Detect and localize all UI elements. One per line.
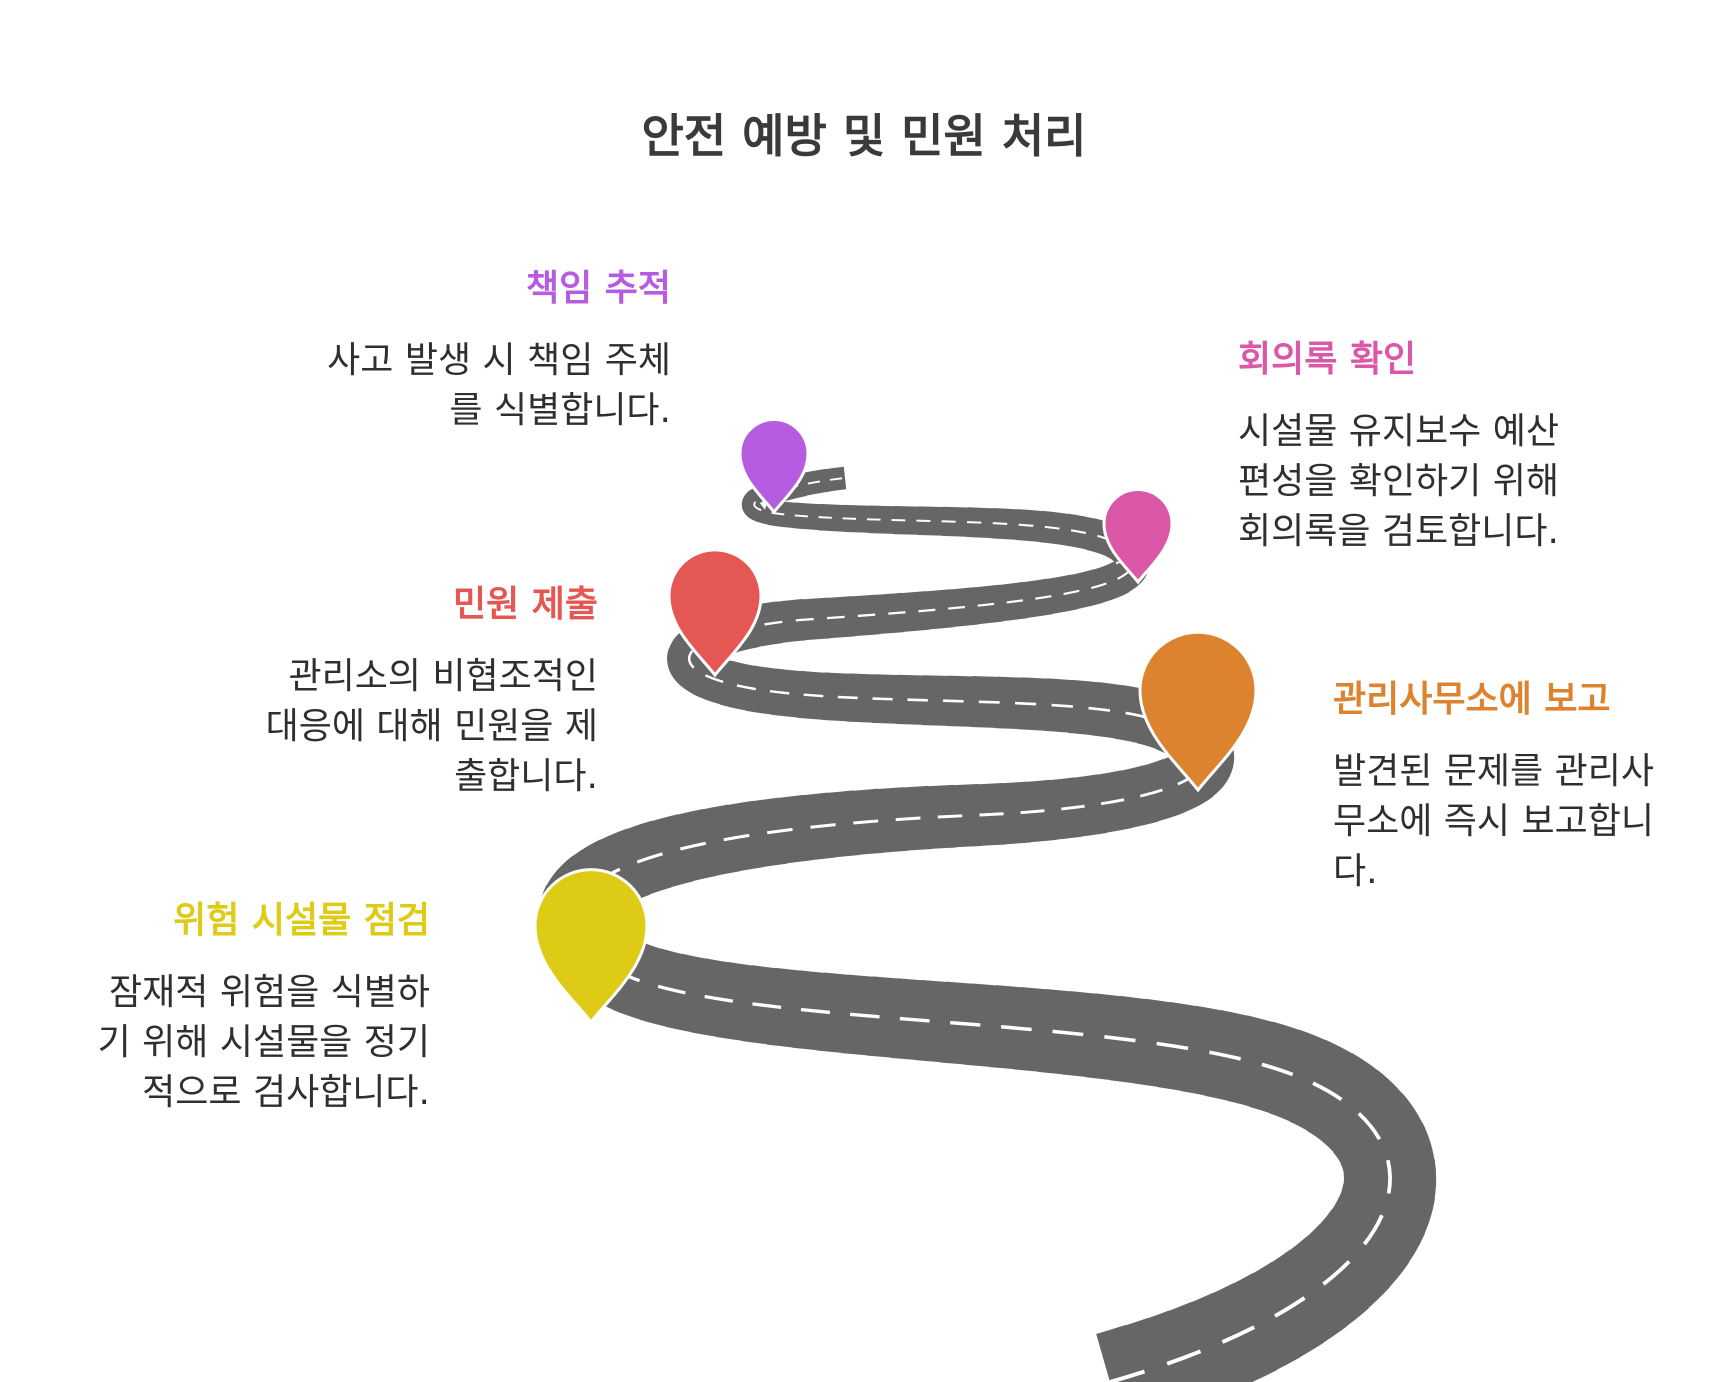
map-pin-complaint bbox=[667, 548, 763, 678]
description-line: 다. bbox=[1333, 851, 1378, 892]
description-line: 회의록을 검토합니다. bbox=[1238, 511, 1559, 552]
step-heading: 회의록 확인 bbox=[1238, 339, 1417, 380]
step-minutes: 회의록 확인 시설물 유지보수 예산 편성을 확인하기 위해 회의록을 검토합니… bbox=[1238, 335, 1658, 557]
step-heading: 위험 시설물 점검 bbox=[173, 900, 430, 941]
description-line: 발견된 문제를 관리사 bbox=[1333, 751, 1654, 792]
map-pin-accountability bbox=[738, 418, 810, 515]
step-description: 잠재적 위험을 식별하 기 위해 시설물을 정기 적으로 검사합니다. bbox=[10, 968, 430, 1118]
description-line: 기 위해 시설물을 정기 bbox=[97, 1022, 430, 1063]
map-pins bbox=[533, 418, 1258, 1025]
description-line: 대응에 대해 민원을 제 bbox=[265, 706, 598, 747]
description-line: 잠재적 위험을 식별하 bbox=[109, 972, 430, 1013]
description-line: 무소에 즉시 보고합니 bbox=[1333, 801, 1654, 842]
description-line: 관리소의 비협조적인 bbox=[288, 656, 598, 697]
step-complaint: 민원 제출 관리소의 비협조적인 대응에 대해 민원을 제 출합니다. bbox=[178, 580, 598, 802]
description-line: 사고 발생 시 책임 주체 bbox=[327, 340, 671, 381]
description-line: 시설물 유지보수 예산 bbox=[1238, 411, 1559, 452]
map-pin-minutes bbox=[1102, 488, 1174, 585]
page-title: 안전 예방 및 민원 처리 bbox=[641, 109, 1087, 163]
map-pin-report bbox=[1138, 630, 1258, 793]
step-description: 시설물 유지보수 예산 편성을 확인하기 위해 회의록을 검토합니다. bbox=[1238, 407, 1658, 557]
description-line: 적으로 검사합니다. bbox=[142, 1072, 430, 1113]
road-segment bbox=[531, 435, 1433, 1382]
step-description: 사고 발생 시 책임 주체 를 식별합니다. bbox=[251, 336, 671, 436]
step-description: 발견된 문제를 관리사 무소에 즉시 보고합니 다. bbox=[1333, 747, 1728, 897]
description-line: 편성을 확인하기 위해 bbox=[1238, 461, 1559, 502]
step-heading: 관리사무소에 보고 bbox=[1333, 679, 1611, 720]
description-line: 출합니다. bbox=[454, 756, 598, 797]
step-inspect: 위험 시설물 점검 잠재적 위험을 식별하 기 위해 시설물을 정기 적으로 검… bbox=[10, 896, 430, 1118]
description-line: 를 식별합니다. bbox=[449, 390, 671, 431]
step-heading: 민원 제출 bbox=[452, 584, 598, 625]
step-report: 관리사무소에 보고 발견된 문제를 관리사 무소에 즉시 보고합니 다. bbox=[1333, 675, 1728, 897]
step-heading: 책임 추적 bbox=[525, 268, 671, 309]
map-pin-inspect bbox=[533, 868, 649, 1025]
road-dash bbox=[573, 476, 1392, 1382]
step-description: 관리소의 비협조적인 대응에 대해 민원을 제 출합니다. bbox=[178, 652, 598, 802]
step-accountability: 책임 추적 사고 발생 시 책임 주체 를 식별합니다. bbox=[251, 264, 671, 436]
